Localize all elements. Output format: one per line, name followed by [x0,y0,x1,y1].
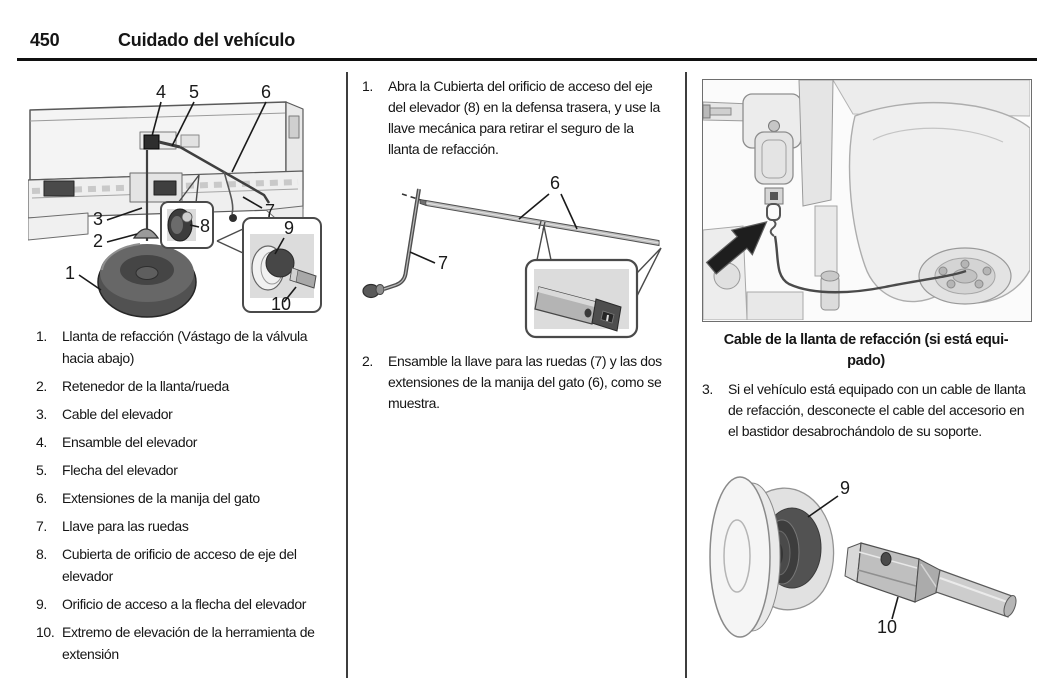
item-text: Retenedor de la llanta/rueda [62,378,229,394]
list-item: 8. Cubierta de orificio de acceso de eje … [36,543,342,587]
callout-leader-lines [807,495,899,620]
callout-8: 8 [200,216,210,236]
underbody-structure [703,80,1031,321]
item-text: Cubierta de orificio de acceso de eje de… [62,546,297,584]
black-pointer-arrow [705,220,768,275]
item-text: Cable del elevador [62,406,173,422]
item-text: Ensamble del elevador [62,434,198,450]
item-text: Extensiones de la manija del gato [62,490,260,506]
callout-3: 3 [93,209,103,229]
parts-list: 1. Llanta de refacción (Vástago de la vál… [36,325,342,671]
callout-numbers: 1 2 3 4 5 6 7 8 9 10 [65,82,294,314]
item-number: 3. [36,406,47,422]
callout-10: 10 [877,617,897,637]
figure-spare-tire-components: 1 2 3 4 5 6 7 8 9 10 [28,82,322,318]
extension-tool-end [844,542,1017,618]
step-text: Abra la Cubierta del orificio de acceso … [388,78,660,157]
list-item: 4. Ensamble del elevador [36,431,342,453]
wheel-wrench [362,188,421,299]
caption-line-1: Cable de la llanta de refacción (si está… [723,332,1009,348]
hoist-cable-and-rods [132,134,271,282]
item-number: 7. [36,518,47,534]
item-text: Flecha del elevador [62,462,178,478]
truck-rear-illustration [28,101,304,241]
step-number: 2. [362,353,373,369]
callout-leader-lines [409,193,578,264]
figure-spare-tire-cable-photo [702,79,1032,322]
spare-tire [97,243,197,318]
callout-leader-lines [78,101,297,303]
header-rule [17,58,1037,61]
callout-numbers: 6 7 [438,173,560,273]
list-item: 10. Extremo de elevación de la herramient… [36,621,342,665]
item-text: Extremo de elevación de la herramienta d… [62,624,315,662]
list-item: 7. Llave para las ruedas [36,515,342,537]
figure-access-hole-and-tool: 9 10 [709,476,1017,638]
item-text: Orificio de acceso a la flecha del eleva… [62,596,307,612]
list-item: 2. Retenedor de la llanta/rueda [36,375,342,397]
step-number: 1. [362,78,373,94]
list-item: 9. Orificio de acceso a la flecha del ele… [36,593,342,615]
callout-4: 4 [156,82,166,102]
column-divider-left [346,72,348,678]
jack-handle-extensions [401,193,660,247]
tire-retainer [132,228,160,239]
callout-9: 9 [284,218,294,238]
item-number: 1. [36,328,47,344]
callout-5: 5 [189,82,199,102]
access-hole-funnel [709,476,835,638]
item-number: 10. [36,624,55,640]
step-2: 2. Ensamble la llave para las ruedas (7)… [362,351,668,414]
callout-2: 2 [93,231,103,251]
list-item: 6. Extensiones de la manija del gato [36,487,342,509]
list-item: 1. Llanta de refacción (Vástago de la vál… [36,325,342,369]
callout-7: 7 [438,253,448,273]
caption-line-2: pado) [847,353,885,369]
step-number: 3. [702,381,713,397]
inset-access-hole-tool [216,217,322,313]
item-text: Llanta de refacción (Vástago de la válvu… [62,328,308,366]
page-title: Cuidado del vehículo [118,30,296,50]
step-1: 1. Abra la Cubierta del orificio de acce… [362,76,668,160]
callout-6: 6 [550,173,560,193]
step-3: 3. Si el vehículo está equipado con un c… [702,379,1034,442]
list-item: 3. Cable del elevador [36,403,342,425]
callout-9: 9 [840,478,850,498]
item-number: 5. [36,462,47,478]
tire-cable-and-clip [764,187,967,294]
column-divider-right [685,72,687,678]
step-text: Ensamble la llave para las ruedas (7) y … [388,353,662,411]
figure-caption: Cable de la llanta de refacción (si está… [698,330,1034,372]
item-number: 9. [36,596,47,612]
item-number: 6. [36,490,47,506]
hoist-assembly [143,134,160,150]
list-item: 5. Flecha del elevador [36,459,342,481]
step-text: Si el vehículo está equipado con un cabl… [728,381,1026,439]
item-text: Llave para las ruedas [62,518,189,534]
item-number: 2. [36,378,47,394]
figure-wrench-extensions: 6 7 [362,173,662,339]
spare-tire-mass [848,101,1031,305]
callout-numbers: 9 10 [840,478,897,637]
item-number: 8. [36,546,47,562]
page-number: 450 [30,30,60,50]
inset-extension-connector [524,225,662,339]
callout-7: 7 [265,201,275,221]
callout-1: 1 [65,263,75,283]
callout-10: 10 [271,294,291,314]
item-number: 4. [36,434,47,450]
underbody-illustration [703,80,1031,321]
callout-6: 6 [261,82,271,102]
